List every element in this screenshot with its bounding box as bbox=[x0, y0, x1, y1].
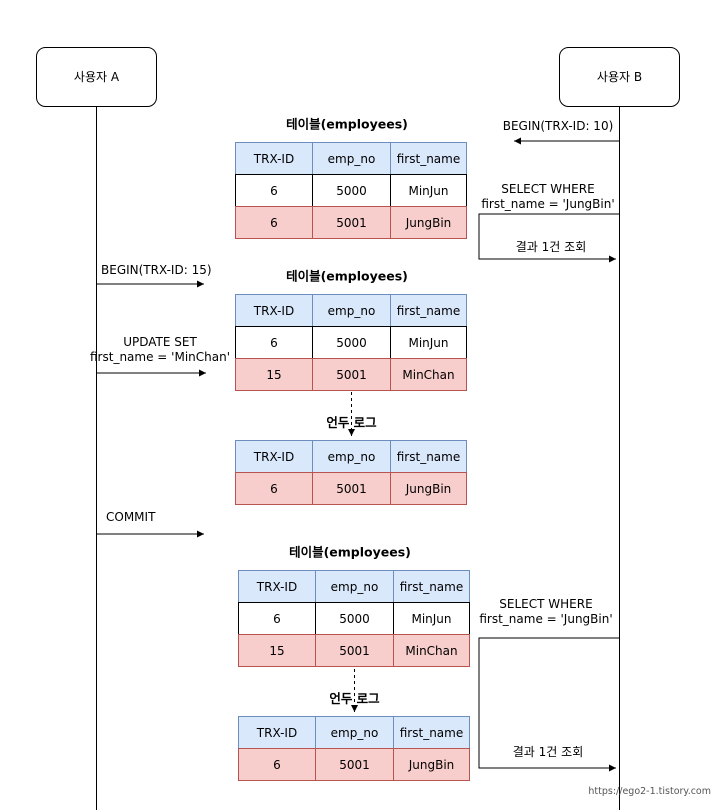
cell-value: 6 bbox=[273, 758, 281, 772]
cell-value: 6 bbox=[270, 184, 278, 198]
cell-value: 5000 bbox=[339, 612, 370, 626]
table-cell bbox=[235, 326, 313, 359]
header-cell bbox=[390, 294, 467, 327]
cell-value: 5001 bbox=[336, 216, 367, 230]
column-header-first-name: first_name bbox=[400, 726, 463, 740]
column-header-trx-id: TRX-ID bbox=[256, 580, 297, 594]
employees-table-3: TRX-ID emp_no first_name 6 5001 JungBin bbox=[235, 440, 467, 505]
header-cell bbox=[235, 440, 313, 473]
column-header-first-name: first_name bbox=[397, 304, 460, 318]
employees-table-2: 테이블(employees) TRX-ID emp_no first_name 6 500… bbox=[235, 269, 467, 391]
cell-value: 5001 bbox=[336, 482, 367, 496]
column-header-emp-no: emp_no bbox=[328, 304, 376, 318]
table-cell bbox=[390, 206, 467, 239]
header-cell bbox=[312, 440, 391, 473]
cell-value: MinJun bbox=[408, 336, 448, 350]
a-update-line2: first_name = 'MinChan' bbox=[90, 350, 230, 364]
column-header-first-name: first_name bbox=[400, 580, 463, 594]
cell-value: 6 bbox=[270, 216, 278, 230]
column-header-first-name: first_name bbox=[397, 152, 460, 166]
undo-log-label-2: 언두 로그 bbox=[329, 691, 380, 706]
b-begin-label: BEGIN(TRX-ID: 10) bbox=[503, 119, 614, 133]
header-cell bbox=[393, 570, 470, 603]
cell-value: 5001 bbox=[339, 758, 370, 772]
cell-value: JungBin bbox=[405, 482, 452, 496]
table-cell bbox=[393, 634, 470, 667]
cell-value: 15 bbox=[269, 644, 284, 658]
column-header-first-name: first_name bbox=[397, 450, 460, 464]
table-cell bbox=[312, 358, 391, 391]
cell-value: 5001 bbox=[339, 644, 370, 658]
employees-table-4: 테이블(employees) TRX-ID emp_no first_name 6 500… bbox=[238, 545, 470, 667]
table-cell bbox=[315, 748, 394, 781]
table-cell bbox=[315, 634, 394, 667]
b-select2-line1: SELECT WHERE bbox=[499, 597, 592, 611]
cell-value: 15 bbox=[266, 368, 281, 382]
actor-a: 사용자 A bbox=[36, 47, 157, 107]
employees-table-5: TRX-ID emp_no first_name 6 5001 JungBin bbox=[238, 716, 470, 781]
table-title: 테이블(employees) bbox=[286, 117, 408, 132]
table-cell bbox=[390, 472, 467, 505]
cell-value: 6 bbox=[270, 336, 278, 350]
column-header-trx-id: TRX-ID bbox=[256, 726, 297, 740]
column-header-emp-no: emp_no bbox=[331, 726, 379, 740]
a-begin-label: BEGIN(TRX-ID: 15) bbox=[101, 263, 212, 277]
table-cell bbox=[312, 206, 391, 239]
column-header-trx-id: TRX-ID bbox=[253, 450, 294, 464]
table-cell bbox=[312, 472, 391, 505]
cell-value: 5000 bbox=[336, 336, 367, 350]
cell-value: MinChan bbox=[402, 368, 454, 382]
actor-a-label: 사용자 A bbox=[74, 70, 120, 84]
cell-value: JungBin bbox=[405, 216, 452, 230]
column-header-emp-no: emp_no bbox=[331, 580, 379, 594]
cell-value: MinChan bbox=[405, 644, 457, 658]
cell-value: MinJun bbox=[411, 612, 451, 626]
cell-value: MinJun bbox=[408, 184, 448, 198]
undo-log-label-1: 언두 로그 bbox=[326, 415, 377, 430]
b-select2-line2: first_name = 'JungBin' bbox=[479, 612, 612, 626]
b-select1-line2: first_name = 'JungBin' bbox=[481, 197, 614, 211]
actor-b-label: 사용자 B bbox=[597, 70, 642, 84]
cell-value: 6 bbox=[273, 612, 281, 626]
table-cell bbox=[393, 748, 470, 781]
actor-b: 사용자 B bbox=[559, 47, 680, 107]
table-cell bbox=[312, 326, 391, 359]
a-commit-label: COMMIT bbox=[106, 510, 156, 524]
header-cell bbox=[312, 294, 391, 327]
cell-value: 5001 bbox=[336, 368, 367, 382]
column-header-emp-no: emp_no bbox=[328, 152, 376, 166]
header-cell bbox=[315, 716, 394, 749]
header-cell bbox=[390, 142, 467, 175]
header-cell bbox=[235, 142, 313, 175]
table-title: 테이블(employees) bbox=[289, 545, 411, 560]
b-result2-label: 결과 1건 조회 bbox=[513, 745, 583, 759]
employees-table-1: 테이블(employees) TRX-ID emp_no first_name 6 500… bbox=[235, 117, 467, 239]
watermark-text: https://ego2-1.tistory.com bbox=[588, 786, 711, 797]
cell-value: JungBin bbox=[408, 758, 455, 772]
column-header-trx-id: TRX-ID bbox=[253, 152, 294, 166]
cell-value: 5000 bbox=[336, 184, 367, 198]
table-cell bbox=[235, 174, 313, 207]
table-cell bbox=[390, 358, 467, 391]
tables-layer: 테이블(employees) TRX-ID emp_no first_name 6 500… bbox=[235, 117, 470, 781]
b-result1-label: 결과 1건 조회 bbox=[516, 240, 586, 254]
table-cell bbox=[238, 602, 316, 635]
a-update-line1: UPDATE SET bbox=[123, 335, 197, 349]
column-header-trx-id: TRX-ID bbox=[253, 304, 294, 318]
header-cell bbox=[390, 440, 467, 473]
column-header-emp-no: emp_no bbox=[328, 450, 376, 464]
b-select1-line1: SELECT WHERE bbox=[501, 182, 594, 196]
table-cell bbox=[390, 326, 467, 359]
table-cell bbox=[235, 206, 313, 239]
table-title: 테이블(employees) bbox=[286, 269, 408, 284]
table-cell bbox=[393, 602, 470, 635]
b-select2-arrow bbox=[478, 637, 619, 772]
table-cell bbox=[238, 748, 316, 781]
cell-value: 6 bbox=[270, 482, 278, 496]
b-select1-arrow bbox=[478, 213, 619, 263]
